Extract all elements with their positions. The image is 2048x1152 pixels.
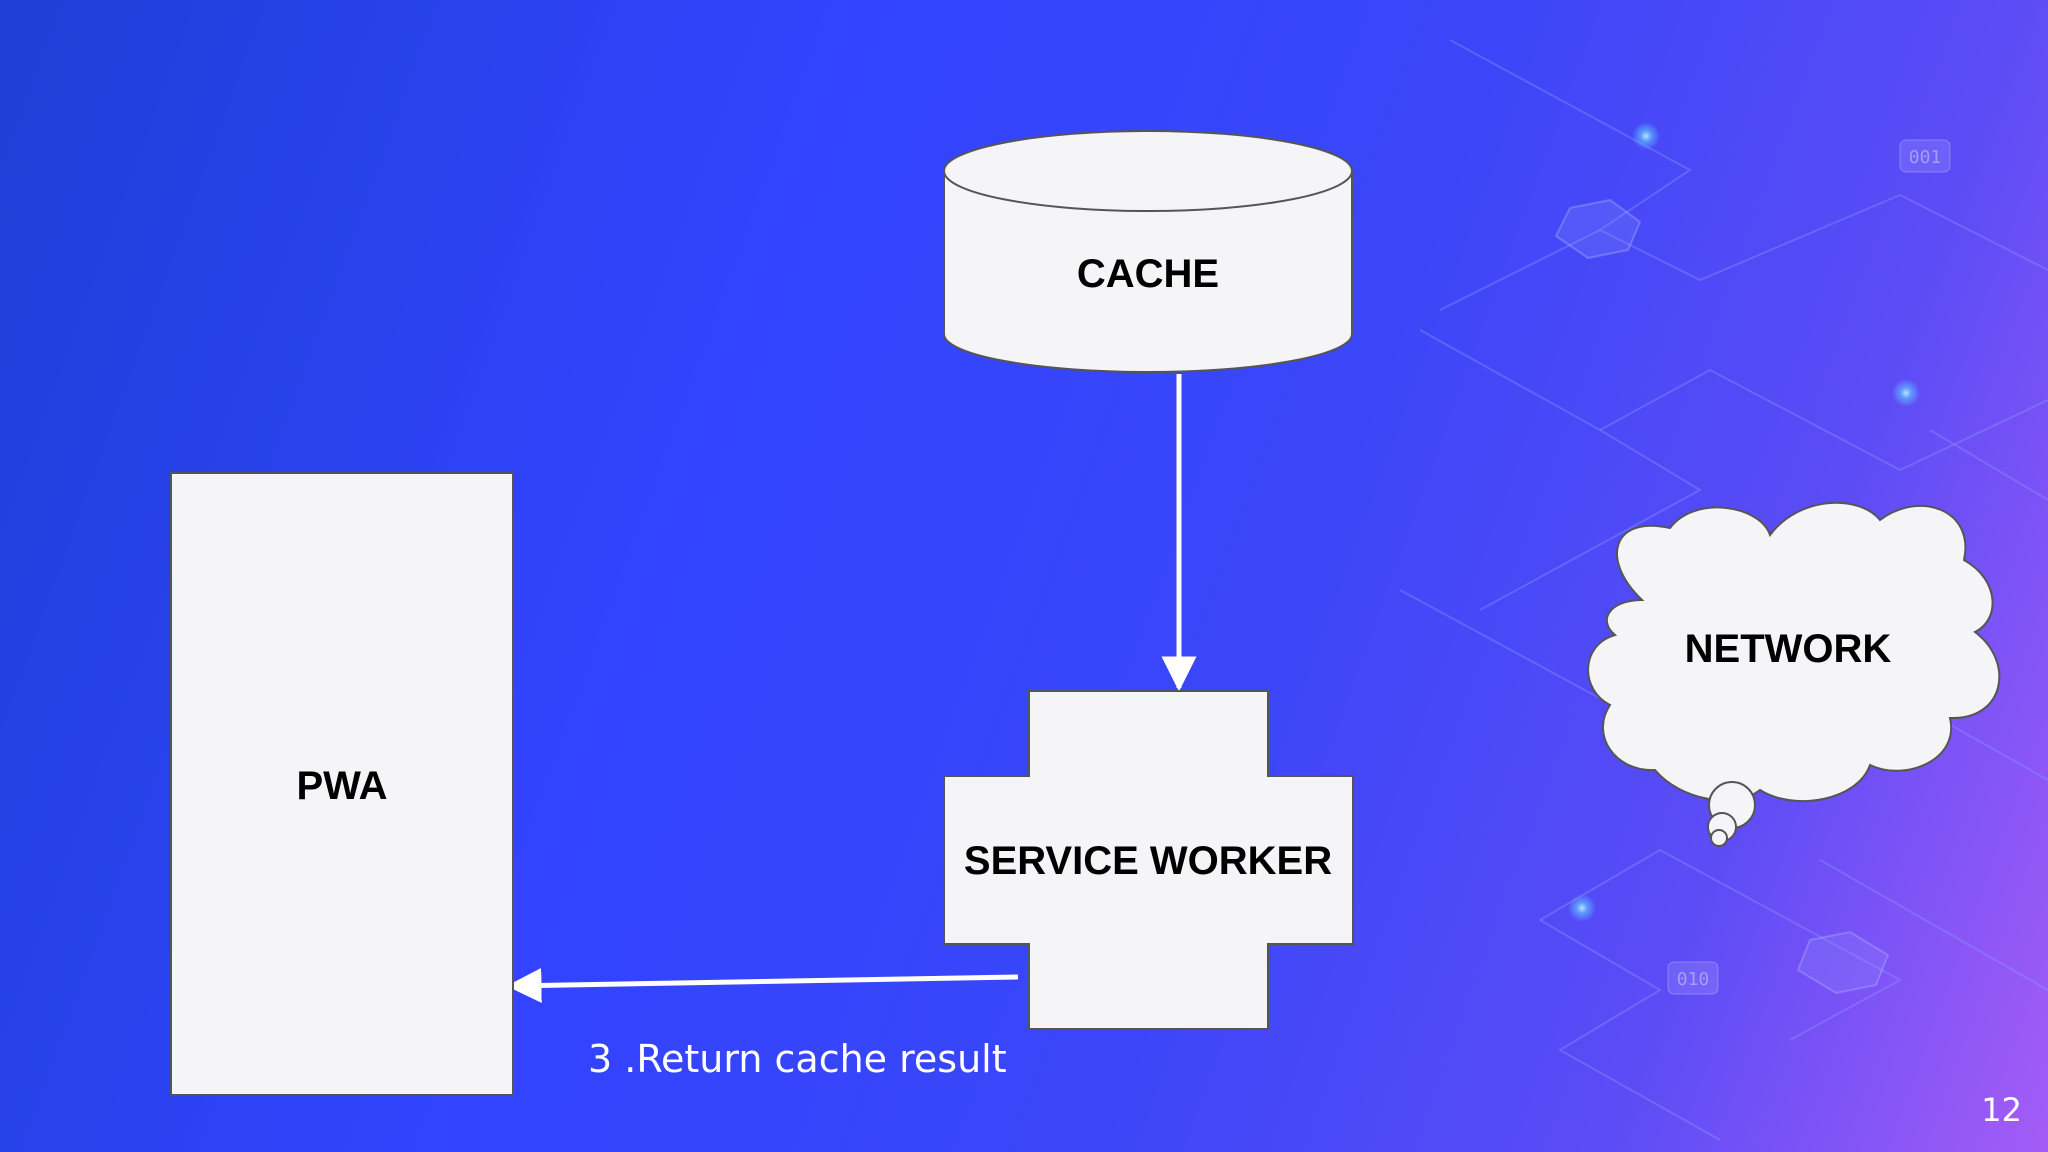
deco-code-010: 010 (1677, 969, 1710, 990)
node-cache: CACHE (943, 130, 1353, 373)
node-label-network: NETWORK (1685, 627, 1892, 671)
page-number: 12 (1981, 1091, 2022, 1129)
edge-service-worker-to-pwa: 3 .Return cache result (506, 967, 1019, 1081)
node-label-pwa: PWA (296, 764, 387, 808)
node-service-worker: SERVICE WORKER (943, 690, 1354, 1030)
node-label-cache: CACHE (1077, 252, 1219, 296)
node-pwa: PWA (170, 472, 514, 1096)
edge-label-return-cache-result: 3 .Return cache result (588, 1037, 1007, 1081)
node-label-service-worker: SERVICE WORKER (964, 839, 1332, 883)
deco-code-001: 001 (1909, 147, 1942, 168)
background-glows (1568, 122, 1920, 922)
node-network: NETWORK (1587, 501, 2001, 847)
deco-badge-010: 010 (1667, 961, 1719, 995)
deco-badge-001: 001 (1899, 139, 1951, 173)
background-hexagons (1554, 198, 1890, 995)
